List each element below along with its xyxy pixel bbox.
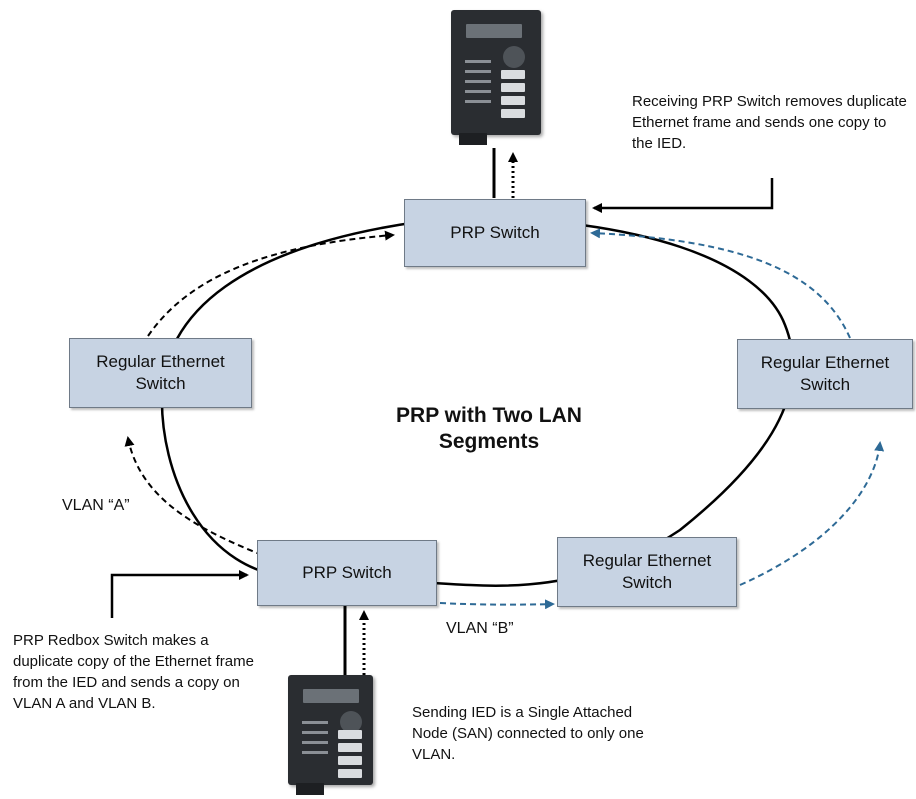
prp-switch-top-label: PRP Switch (450, 223, 540, 242)
prp-switch-top: PRP Switch (404, 199, 586, 267)
regular-switch-right-label: Regular Ethernet Switch (760, 353, 890, 394)
note-receiving: Receiving PRP Switch removes duplicate E… (632, 93, 907, 152)
regular-switch-right: Regular Ethernet Switch (737, 339, 913, 409)
regular-switch-left: Regular Ethernet Switch (69, 338, 252, 408)
regular-switch-bottom-right-label: Regular Ethernet Switch (582, 551, 712, 592)
callout-redbox-arrow (110, 570, 249, 618)
ied-device-icon (451, 10, 541, 145)
prp-switch-bottom: PRP Switch (257, 540, 437, 606)
prp-switch-bottom-label: PRP Switch (302, 563, 392, 582)
diagram-title: PRP with Two LAN Segments (396, 404, 582, 453)
vlan-b-path-right (739, 441, 885, 586)
regular-switch-bottom-right: Regular Ethernet Switch (557, 537, 737, 607)
vlan-b-path-bottom (439, 599, 555, 610)
ring-lan (160, 215, 795, 587)
vlan-b-path-upper (590, 228, 851, 339)
note-redbox: PRP Redbox Switch makes a duplicate copy… (13, 632, 254, 712)
vlan-a-label: VLAN “A” (62, 497, 130, 514)
vlan-b-label: VLAN “B” (446, 620, 514, 637)
ied-device-icon (288, 675, 373, 795)
callout-receiving-arrow (592, 178, 774, 213)
regular-switch-left-label: Regular Ethernet Switch (96, 352, 225, 393)
vlan-a-path-lower (124, 436, 263, 556)
vlan-a-path-upper (147, 230, 395, 337)
note-sending: Sending IED is a Single Attached Node (S… (412, 704, 644, 763)
